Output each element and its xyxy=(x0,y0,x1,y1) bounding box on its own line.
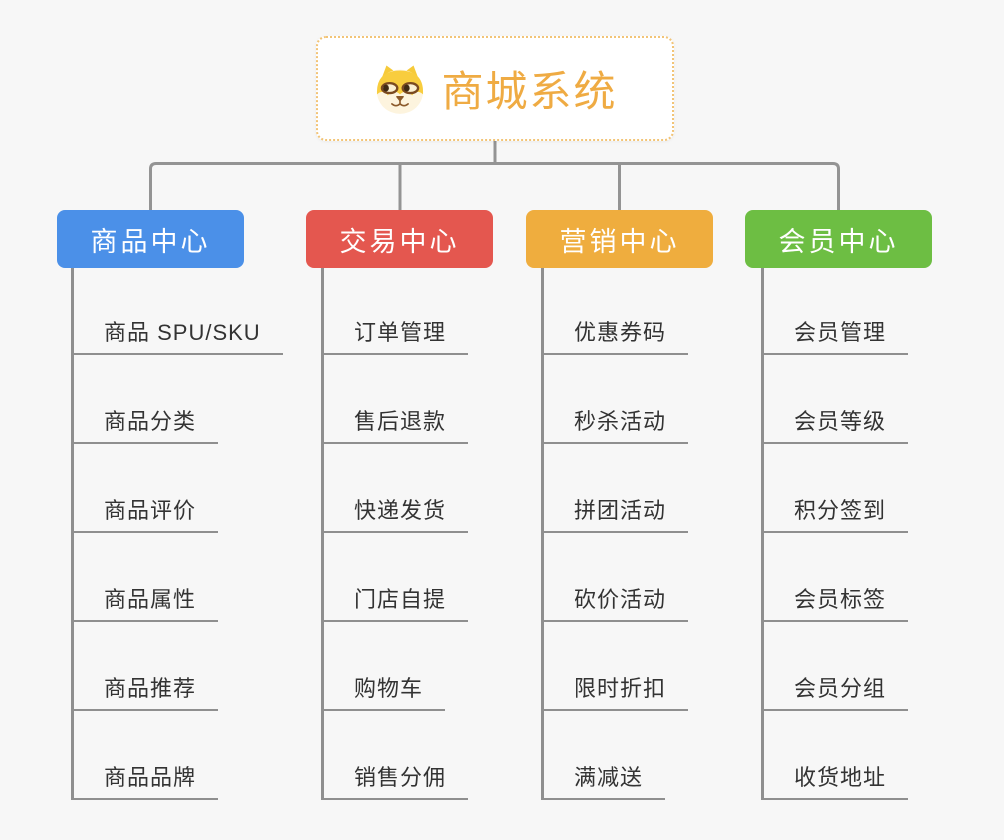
sub-topic[interactable]: 满减送 xyxy=(544,711,666,800)
sub-topic[interactable]: 快递发货 xyxy=(324,444,469,533)
root-node[interactable]: 商城系统 xyxy=(316,36,674,141)
sub-topic[interactable]: 积分签到 xyxy=(764,444,909,533)
sub-topic[interactable]: 限时折扣 xyxy=(544,622,689,711)
branch-label: 会员中心 xyxy=(778,226,899,257)
sub-topic[interactable]: 会员标签 xyxy=(764,533,909,622)
sub-topic[interactable]: 秒杀活动 xyxy=(544,355,689,444)
sub-topic[interactable]: 订单管理 xyxy=(324,268,469,355)
root-title: 商城系统 xyxy=(441,68,618,115)
branch-node-product-center[interactable]: 商品中心 xyxy=(57,210,244,268)
sub-topic[interactable]: 销售分佣 xyxy=(324,711,469,800)
sub-topic[interactable]: 拼团活动 xyxy=(544,444,689,533)
sub-topic[interactable]: 商品品牌 xyxy=(74,711,219,800)
branch-node-marketing-center[interactable]: 营销中心 xyxy=(526,210,713,268)
dog-face-icon xyxy=(372,63,428,115)
branch-label: 交易中心 xyxy=(339,226,460,257)
branch-children-product-center: 商品 SPU/SKU 商品分类 商品评价 商品属性 商品推荐 商品品牌 xyxy=(71,268,283,800)
branch-node-member-center[interactable]: 会员中心 xyxy=(745,210,932,268)
sub-topic[interactable]: 会员管理 xyxy=(764,268,909,355)
branch-label: 商品中心 xyxy=(90,226,211,257)
sub-topic[interactable]: 会员分组 xyxy=(764,622,909,711)
sub-topic[interactable]: 会员等级 xyxy=(764,355,909,444)
sub-topic[interactable]: 门店自提 xyxy=(324,533,469,622)
sub-topic[interactable]: 砍价活动 xyxy=(544,533,689,622)
sub-topic[interactable]: 商品分类 xyxy=(74,355,219,444)
branch-label: 营销中心 xyxy=(559,226,680,257)
sub-topic[interactable]: 商品推荐 xyxy=(74,622,219,711)
sub-topic[interactable]: 商品 SPU/SKU xyxy=(74,268,283,355)
branch-children-marketing-center: 优惠券码 秒杀活动 拼团活动 砍价活动 限时折扣 满减送 xyxy=(541,268,689,800)
sub-topic[interactable]: 商品属性 xyxy=(74,533,219,622)
sub-topic[interactable]: 优惠券码 xyxy=(544,268,689,355)
branch-rail-line xyxy=(149,162,840,211)
sub-topic[interactable]: 商品评价 xyxy=(74,444,219,533)
sub-topic[interactable]: 购物车 xyxy=(324,622,446,711)
branch-children-member-center: 会员管理 会员等级 积分签到 会员标签 会员分组 收货地址 xyxy=(761,268,909,800)
branch-children-trade-center: 订单管理 售后退款 快递发货 门店自提 购物车 销售分佣 xyxy=(321,268,469,800)
sub-topic[interactable]: 收货地址 xyxy=(764,711,909,800)
sub-topic[interactable]: 售后退款 xyxy=(324,355,469,444)
branch-node-trade-center[interactable]: 交易中心 xyxy=(306,210,493,268)
